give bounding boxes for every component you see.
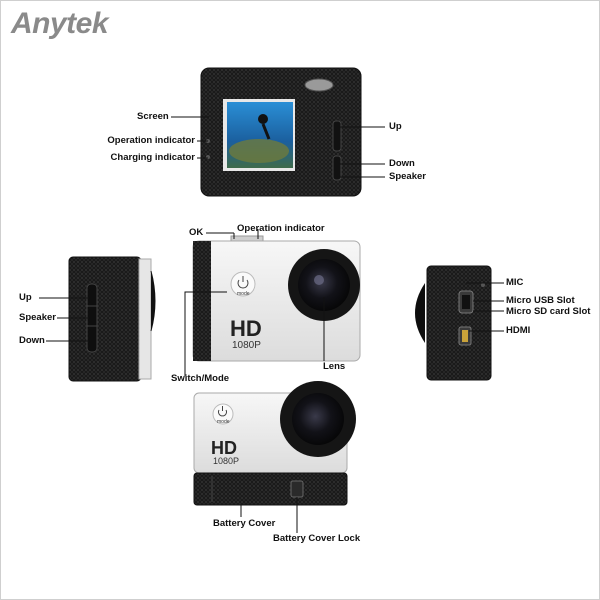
label-switch-mode: Switch/Mode (171, 373, 230, 384)
bottom-view-camera (193, 381, 356, 506)
bottom-hd-text: HD (211, 438, 237, 458)
label-ok: OK (189, 227, 204, 238)
label-speaker-left: Speaker (19, 312, 56, 323)
label-up-left: Up (19, 292, 32, 303)
label-lens: Lens (323, 361, 346, 372)
label-screen: Screen (137, 111, 169, 122)
label-down-right: Down (389, 158, 415, 169)
label-battery-cover-lock: Battery Cover Lock (273, 533, 361, 544)
label-mic: MIC (506, 277, 524, 288)
left-side-view-camera (68, 256, 156, 382)
back-view-camera (200, 67, 362, 197)
brand-logo: Anytek (11, 7, 109, 40)
label-operation-indicator-back: Operation indicator (107, 135, 195, 146)
label-down-left: Down (19, 335, 45, 346)
label-speaker-right: Speaker (389, 171, 426, 182)
leader-lines (39, 116, 504, 533)
label-micro-usb: Micro USB Slot (506, 295, 575, 306)
front-view-camera (192, 235, 361, 362)
front-mode-text: mode (237, 291, 250, 297)
front-hd-text: HD (230, 316, 262, 341)
bottom-resolution-text: 1080P (213, 456, 239, 466)
label-battery-cover: Battery Cover (213, 518, 276, 529)
label-charging-indicator: Charging indicator (110, 152, 195, 163)
bottom-mode-text: mode (217, 419, 230, 425)
label-operation-indicator-top: Operation indicator (237, 223, 325, 234)
label-up-right: Up (389, 121, 402, 132)
right-side-view-camera (415, 265, 492, 381)
label-hdmi: HDMI (506, 325, 531, 336)
label-micro-sd: Micro SD card Slot (506, 306, 591, 317)
power-icon (218, 276, 249, 417)
front-resolution-text: 1080P (232, 340, 261, 351)
